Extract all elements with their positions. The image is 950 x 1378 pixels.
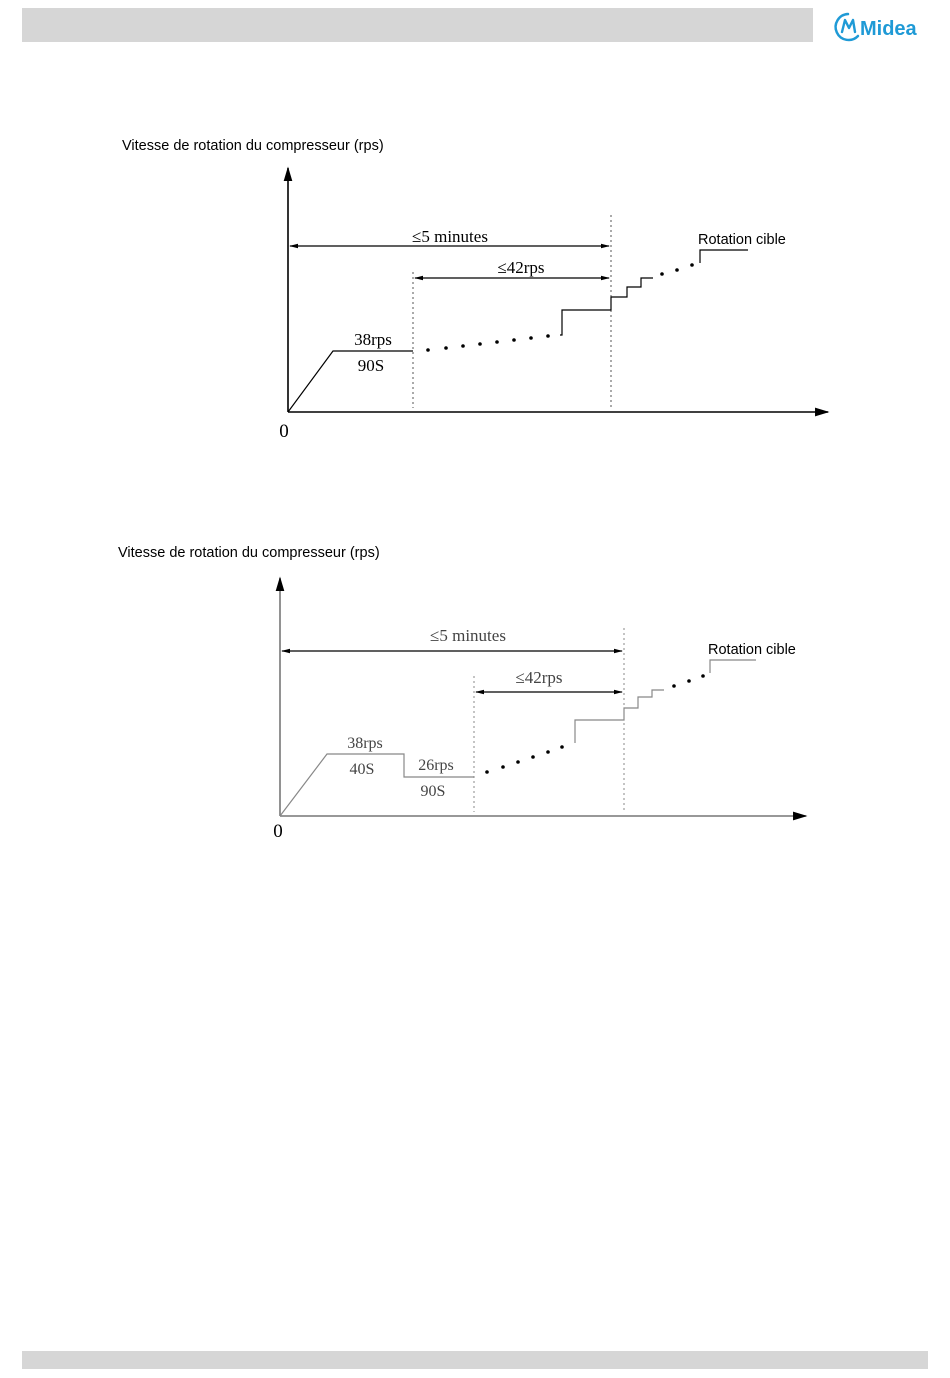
target-label: Rotation cible (708, 642, 796, 658)
target-speed-line (710, 660, 756, 673)
stage-1-speed-label: 38rps (347, 735, 383, 752)
stage-2-speed-label: 26rps (418, 757, 454, 774)
speed-dots-low (485, 745, 564, 774)
diagram-2: ≤5 minutes ≤42rps Rotation cible 38rps 4… (0, 0, 950, 900)
speed-steps (575, 690, 664, 743)
interval-total-label: ≤5 minutes (430, 626, 506, 645)
stage-1-time-label: 40S (350, 761, 375, 778)
origin-label: 0 (273, 821, 283, 842)
interval-limit-label: ≤42rps (515, 668, 562, 687)
speed-dots-high (672, 674, 705, 688)
footer-bar (22, 1351, 928, 1369)
stage-2-time-label: 90S (421, 783, 446, 800)
